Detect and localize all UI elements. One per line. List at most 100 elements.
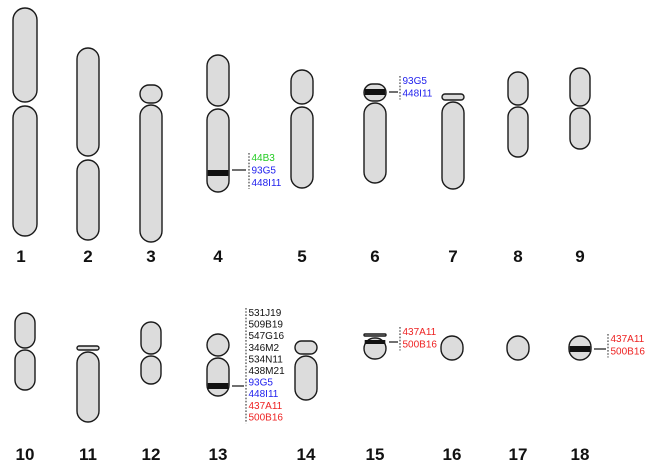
probe-label: 500B16 [403, 340, 438, 351]
probe-group-chr-6: 93G5 448I11 [399, 76, 433, 100]
chromosome-5 [290, 69, 314, 189]
chromosome-arm [507, 106, 529, 158]
hybridization-band [207, 383, 229, 389]
chromosome-arm [140, 355, 162, 385]
chromosome-8 [507, 71, 529, 158]
probe-labels: 44B393G5448I1193G5448I11531J19509B19547G… [245, 76, 646, 424]
chromosome-7 [441, 93, 465, 190]
chromosome-16 [440, 335, 464, 361]
chromosome-11 [76, 345, 100, 423]
chromosome-number-label: 8 [513, 247, 522, 266]
chromosome-arm [441, 101, 465, 190]
probe-label: 437A11 [611, 334, 645, 345]
chromosome-3 [139, 84, 163, 243]
chromosome-number-label: 7 [448, 247, 457, 266]
chromosome-9 [569, 67, 591, 150]
probe-label: 93G5 [252, 166, 277, 177]
chromosome-arm [14, 349, 36, 391]
chromosome-arm [76, 47, 100, 157]
chromosome-number-label: 2 [83, 247, 92, 266]
chromosome-number-label: 15 [366, 445, 385, 463]
probe-label: 93G5 [403, 76, 428, 87]
probe-label: 448I11 [403, 89, 433, 100]
hybridization-band [364, 89, 386, 95]
hybridization-band [364, 340, 386, 344]
chromosome-number-label: 5 [297, 247, 306, 266]
chromosome-14 [294, 340, 318, 401]
chromosome-arm [569, 107, 591, 150]
chromosome-number-label: 4 [213, 247, 223, 266]
chromosome-arm [290, 69, 314, 105]
chromosome-number-label: 13 [209, 445, 228, 463]
chromosome-arm [441, 93, 465, 101]
chromosome-arm [290, 106, 314, 189]
chromosome-arm [206, 333, 230, 357]
chromosome-10 [14, 312, 36, 391]
chromosome-arm [206, 108, 230, 193]
chromosome-17 [506, 335, 530, 361]
chromosome-arm [294, 355, 318, 401]
chromosome-number-label: 3 [146, 247, 155, 266]
probe-label: 500B16 [249, 412, 284, 423]
chromosome-arm [140, 321, 162, 355]
probe-label: 93G5 [249, 378, 274, 389]
probe-label: 547G16 [249, 331, 285, 342]
chromosome-arm [440, 335, 464, 361]
chromosome-12 [140, 321, 162, 385]
chromosome-arm [294, 340, 318, 355]
probe-label: 437A11 [403, 327, 437, 338]
chromosome-6 [363, 83, 387, 184]
probe-group-chr-13: 531J19509B19547G16346M2534N11438M2193G54… [245, 308, 286, 424]
probe-leader-lines [232, 91, 606, 387]
chromosome-15 [363, 333, 387, 360]
chromosome-number-label: 16 [443, 445, 462, 463]
chromosome-arm [76, 159, 100, 241]
chromosomes [12, 7, 592, 423]
chromosome-number-label: 9 [575, 247, 584, 266]
chromosome-arm [76, 351, 100, 423]
chromosome-13 [206, 333, 230, 397]
probe-label: 448I11 [249, 389, 279, 400]
chromosome-arm [363, 333, 387, 337]
chromosome-4 [206, 54, 230, 193]
chromosome-number-label: 1 [16, 247, 25, 266]
chromosome-number-label: 10 [16, 445, 35, 463]
chromosome-arm [139, 84, 163, 104]
probe-label: 346M2 [249, 343, 280, 354]
hybridization-band [569, 346, 591, 352]
probe-group-chr-15: 437A11 500B16 [399, 327, 438, 351]
chromosome-2 [76, 47, 100, 241]
probe-label: 438M21 [249, 366, 286, 377]
probe-label: 448I11 [252, 178, 282, 189]
chromosome-arm [506, 335, 530, 361]
chromosome-number-label: 14 [297, 445, 316, 463]
chromosome-18 [568, 335, 592, 361]
chromosome-arm [14, 312, 36, 349]
chromosome-number-label: 11 [79, 445, 97, 463]
chromosome-1 [12, 7, 38, 237]
probe-label: 534N11 [249, 354, 284, 365]
chromosome-number-label: 6 [370, 247, 379, 266]
probe-label: 437A11 [249, 401, 283, 412]
chromosome-arm [12, 7, 38, 103]
probe-label: 44B3 [252, 153, 276, 164]
chromosome-arm [76, 345, 100, 351]
chromosome-number-label: 18 [571, 445, 590, 463]
probe-label: 531J19 [249, 308, 282, 319]
chromosome-arm [363, 102, 387, 184]
chromosome-number-label: 12 [142, 445, 161, 463]
chromosome-arm [139, 104, 163, 243]
chromosome-arm [507, 71, 529, 106]
probe-label: 509B19 [249, 320, 284, 331]
chromosome-arm [12, 105, 38, 237]
chromosome-number-label: 17 [509, 445, 528, 463]
hybridization-band [207, 170, 229, 176]
chromosome-arm [569, 67, 591, 107]
chromosome-arm [206, 54, 230, 107]
chromosome-arm [206, 357, 230, 397]
probe-label: 500B16 [611, 347, 646, 358]
probe-group-chr-18: 437A11 500B16 [607, 334, 646, 358]
